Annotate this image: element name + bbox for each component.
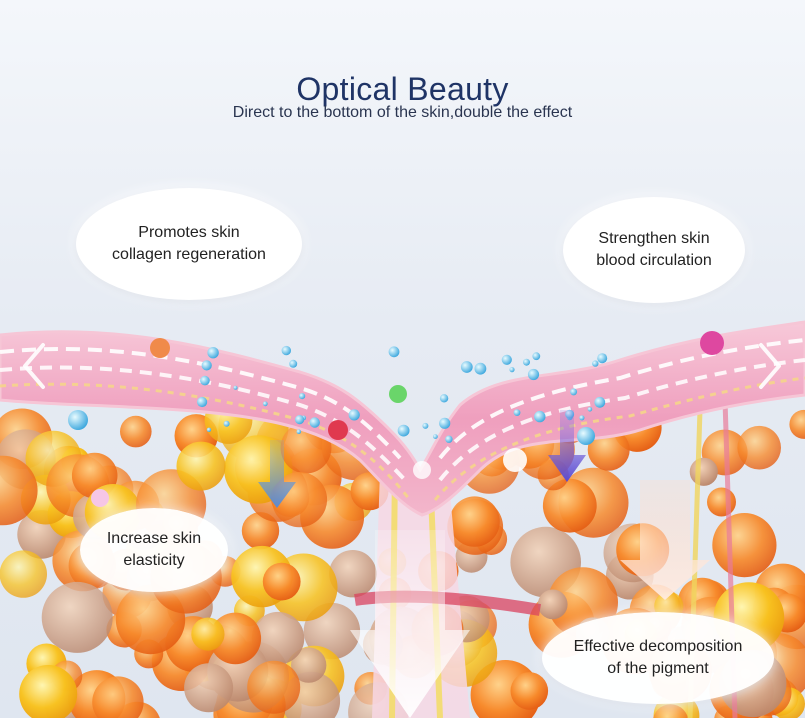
particle [439,417,451,429]
particle [587,407,593,412]
particle [68,410,88,430]
particle [570,388,578,396]
particle [527,368,540,381]
chevron-right-icon [759,343,781,389]
fat-cell [737,425,781,470]
callout-collagen-text: Promotes skin collagen regeneration [112,224,266,263]
fat-cell [707,487,736,517]
fat-cell [449,496,500,547]
fat-cell [329,550,377,598]
fat-cell [789,409,805,439]
fat-cell [176,441,226,491]
particle [439,394,449,403]
light-arrows [258,410,710,718]
particle [197,396,208,408]
fat-cell [247,660,301,714]
particle [299,393,306,400]
fat-cell [251,611,305,665]
skin-layer [0,320,805,517]
particle [513,409,521,416]
particle [281,345,291,356]
particle [460,361,473,373]
callout-elasticity: Increase skin elasticity [80,508,228,592]
fat-cell [510,672,549,710]
particle [597,353,608,364]
particle [207,347,219,359]
fat-cell [0,455,38,526]
particle [388,346,400,358]
particle [523,358,530,366]
particle [348,409,360,421]
particle [509,367,515,373]
particle [397,424,410,437]
particle [150,338,170,358]
particle [233,385,238,390]
fat-cell [262,562,301,601]
particle [328,420,348,440]
particle [534,410,546,423]
particle [592,360,599,367]
particle [296,429,302,435]
callout-circulation: Strengthen skin blood circulation [563,197,745,303]
callout-circulation-text: Strengthen skin blood circulation [596,230,712,269]
fat-cell [653,704,689,718]
particle [223,420,230,427]
particle [474,362,487,375]
callout-pigment-text: Effective decomposition of the pigment [573,638,743,677]
particle [413,461,431,479]
fat-cell [19,665,78,718]
particle [422,422,429,429]
particle [206,427,212,432]
particle [503,448,527,472]
particle [594,396,606,408]
carousel-prev-button[interactable] [16,338,52,394]
callout-collagen: Promotes skin collagen regeneration [76,188,302,300]
fat-cell [41,581,113,653]
fat-cell [542,478,597,533]
particle [577,427,595,445]
particle [532,352,541,361]
particle [289,359,298,368]
fat-cell [184,663,234,713]
fat-cell [291,647,327,683]
fat-cell [191,617,225,651]
fat-cell [92,676,144,718]
callout-elasticity-text: Increase skin elasticity [106,530,202,569]
callout-pigment: Effective decomposition of the pigment [542,612,774,704]
particle [309,417,320,428]
particle [700,331,724,355]
page-subtitle: Direct to the bottom of the skin,double … [232,104,573,121]
carousel-next-button[interactable] [752,338,788,394]
chevron-left-icon [23,343,45,389]
particle [200,375,210,386]
particle [262,401,268,407]
particle [295,415,305,425]
fat-cell [120,415,152,448]
particle [445,435,453,443]
particle [389,385,407,403]
fat-cell [689,457,718,486]
fat-cell [712,513,777,578]
fat-cell [241,512,280,550]
particles [68,331,724,507]
fat-cell [209,612,262,665]
particle [433,434,438,439]
particle [501,354,512,365]
particle [201,360,212,371]
particle [91,489,109,507]
particle [579,415,585,421]
fat-cell [0,550,47,598]
fat-cell [537,589,568,620]
page-title: Optical Beauty [296,71,509,108]
